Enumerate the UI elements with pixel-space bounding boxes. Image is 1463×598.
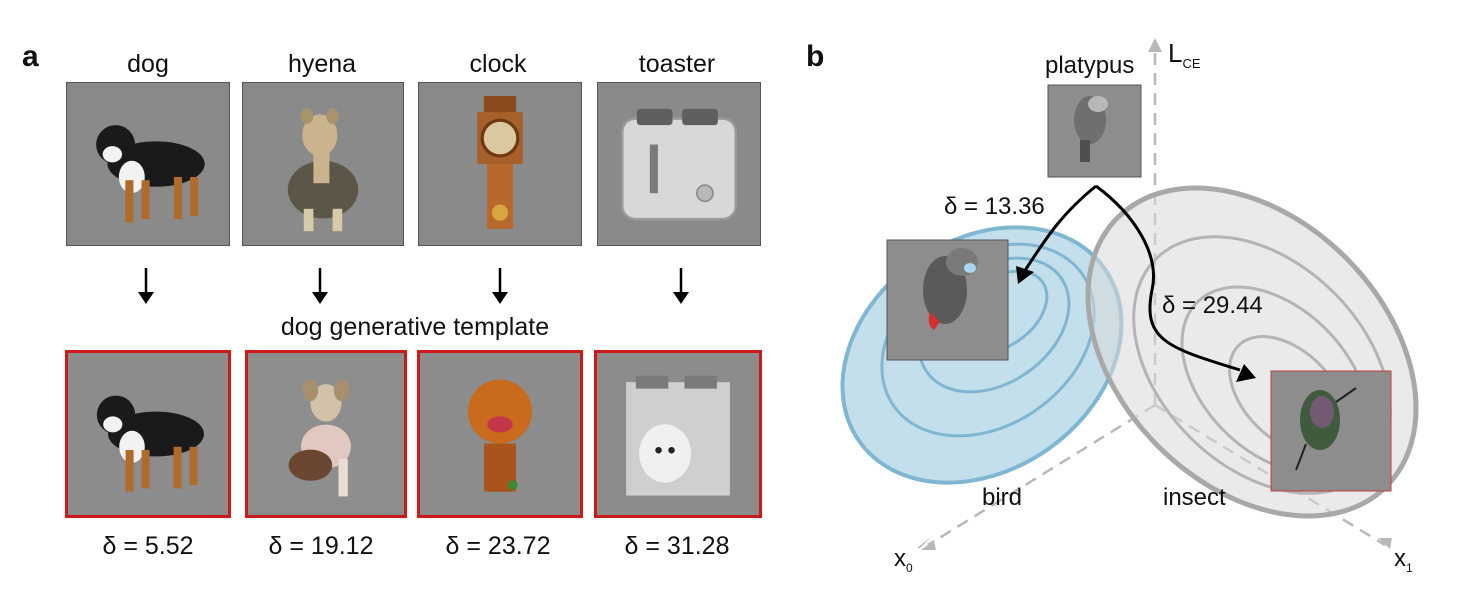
delta-label-dog: δ = 5.52 xyxy=(102,532,194,560)
arrow-down-icon xyxy=(312,268,328,304)
insect-label: insect xyxy=(1163,484,1226,511)
axis-x0-label: x0 xyxy=(894,545,913,575)
class-label-hyena: hyena xyxy=(287,50,357,78)
template-label: dog generative template xyxy=(280,313,550,341)
image-platypus-start xyxy=(1047,84,1142,178)
axis-x0-line xyxy=(927,403,1156,547)
delta-label-bird: δ = 13.36 xyxy=(944,193,1045,220)
axis-arrowhead-icon xyxy=(921,540,936,550)
axis-lce-label: LCE xyxy=(1168,38,1201,72)
panel-a-label: a xyxy=(22,40,39,73)
arrow-down-icon xyxy=(138,268,154,304)
image-clock-generated xyxy=(417,350,583,518)
delta-label-hyena: δ = 19.12 xyxy=(268,532,374,560)
image-hyena-original xyxy=(242,82,404,246)
image-toaster-original xyxy=(597,82,761,246)
image-hyena-generated xyxy=(245,350,407,518)
axis-x1-label: x1 xyxy=(1394,545,1413,575)
arrow-down-icon xyxy=(492,268,508,304)
class-label-clock: clock xyxy=(469,50,527,78)
arrowhead-icon xyxy=(1016,266,1034,284)
path-to-bird xyxy=(1022,184,1097,273)
delta-label-clock: δ = 23.72 xyxy=(445,532,551,560)
delta-label-insect: δ = 29.44 xyxy=(1162,292,1263,319)
class-label-dog: dog xyxy=(127,50,169,78)
platypus-label: platypus xyxy=(1045,52,1135,79)
axis-arrowhead-icon xyxy=(1148,38,1162,52)
image-toaster-generated xyxy=(594,350,762,518)
class-label-toaster: toaster xyxy=(638,50,716,78)
axis-arrowhead-icon xyxy=(917,536,932,548)
image-bird-result xyxy=(886,239,1009,361)
image-insect-result xyxy=(1270,370,1392,492)
delta-label-toaster: δ = 31.28 xyxy=(624,532,730,560)
loss-landscape-diagram xyxy=(840,38,1419,550)
image-dog-generated xyxy=(65,350,231,518)
path-to-insect xyxy=(1095,184,1241,372)
bird-label: bird xyxy=(982,484,1023,511)
panel-b-label: b xyxy=(806,40,825,73)
image-dog-original xyxy=(66,82,230,246)
arrow-down-icon xyxy=(673,268,689,304)
arrowhead-icon xyxy=(1236,364,1256,382)
image-clock-original xyxy=(418,82,582,246)
axis-arrowhead-icon xyxy=(1378,538,1392,549)
